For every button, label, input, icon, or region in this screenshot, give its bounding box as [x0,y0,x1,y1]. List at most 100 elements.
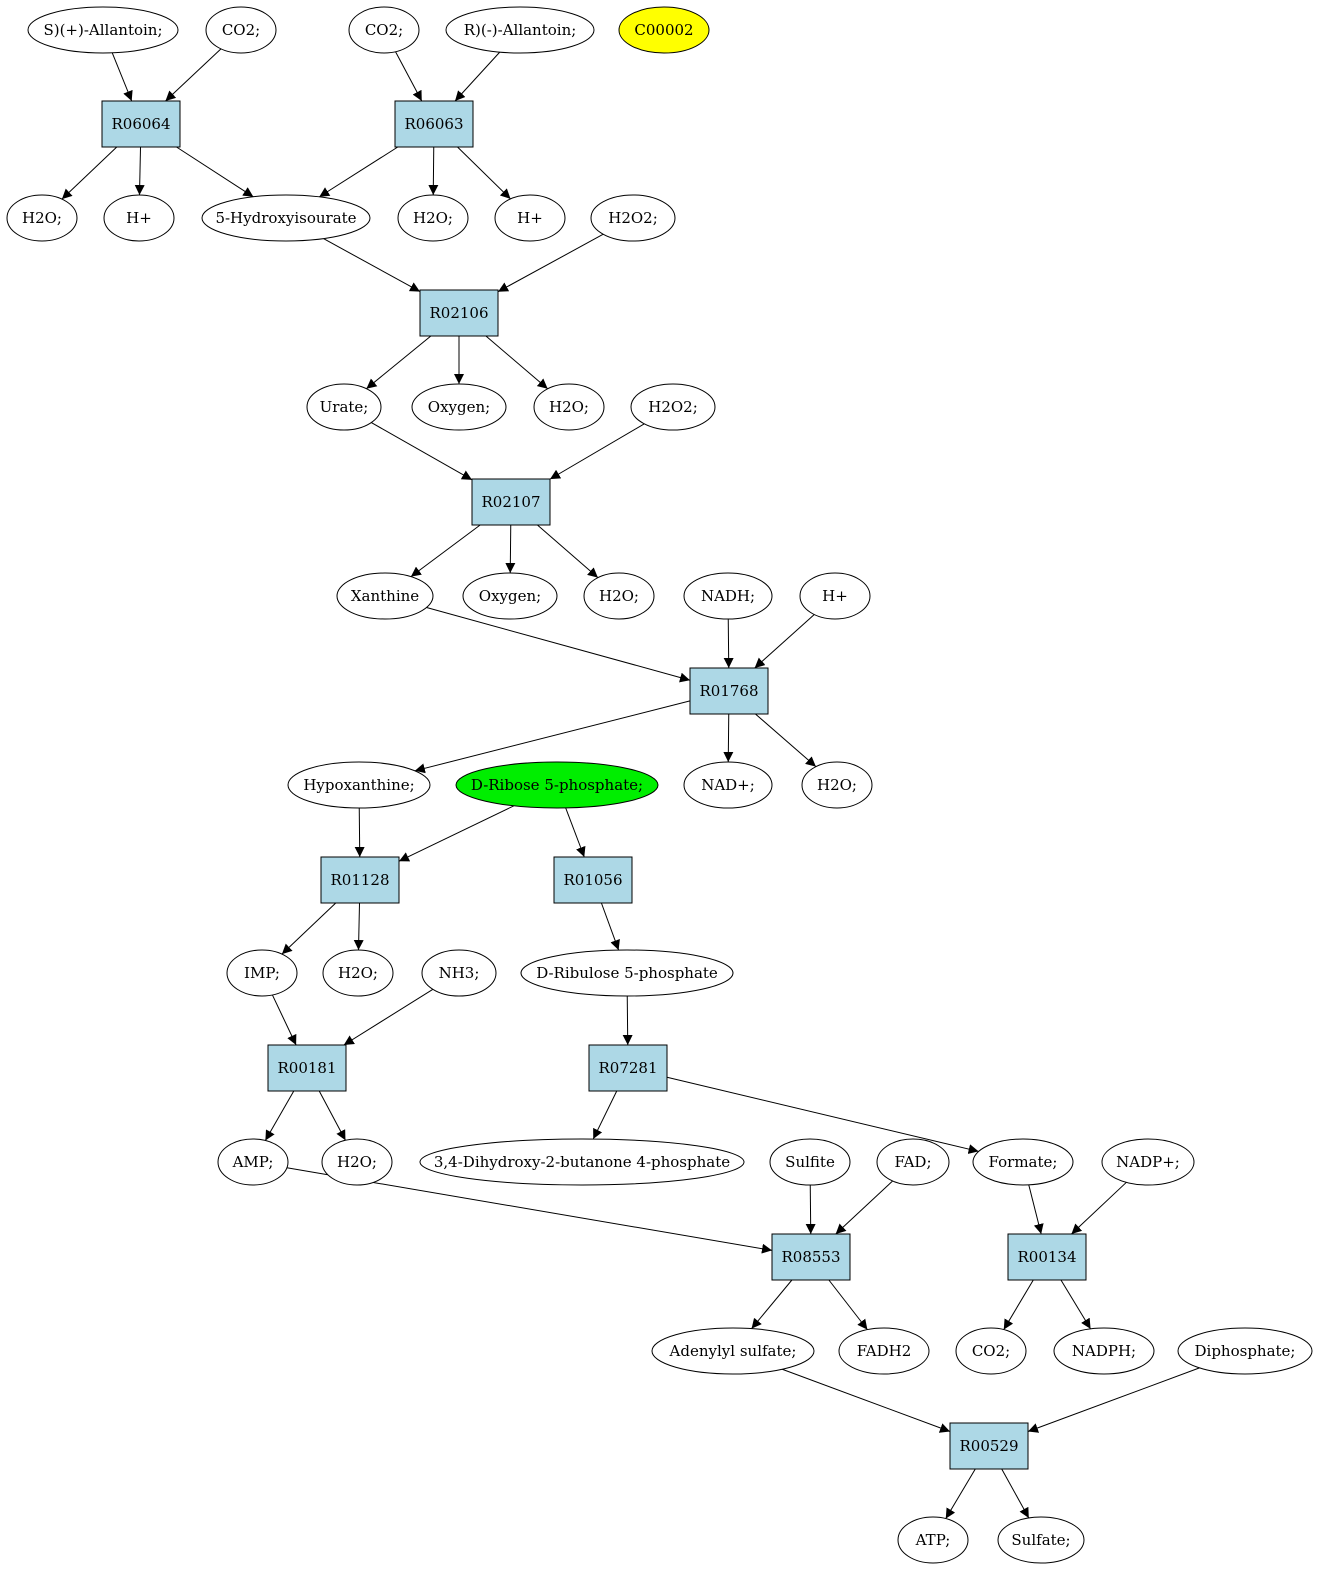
edge-R01128-to-imp [281,902,337,955]
compound-node-r-allantoin[interactable]: R)(-)-Allantoin; [445,6,595,54]
compound-node-xanthine[interactable]: Xanthine [336,572,434,620]
compound-shape [445,6,595,54]
compound-node-h2o-3[interactable]: H2O; [533,383,605,431]
reaction-node-r08553[interactable]: R08553 [771,1233,851,1281]
reaction-label: R02107 [481,493,540,511]
compound-node-oxygen-1[interactable]: Oxygen; [411,383,507,431]
compound-node-c00002[interactable]: C00002 [618,6,710,54]
compound-shape [226,949,298,997]
edge-R01768-to-nadplus [723,713,734,763]
compound-label: FADH2 [857,1342,912,1360]
compound-shape [322,949,394,997]
edge-ribose5p-to-R01056 [565,807,586,858]
reaction-box [267,1044,347,1092]
compound-node-h2o-1[interactable]: H2O; [6,194,78,242]
compound-node-dihydroxybutanone[interactable]: 3,4-Dihydroxy-2-butanone 4-phosphate [419,1138,745,1186]
edge-h2o2_1-to-R02106 [497,233,604,293]
edge-R06063-to-hplus_2 [457,146,511,200]
compound-node-nadph[interactable]: NADPH; [1053,1327,1155,1375]
compound-node-co2-c[interactable]: CO2; [955,1327,1027,1375]
compound-label: Oxygen; [428,398,490,416]
reaction-box [949,1422,1029,1470]
compound-node-sulfate[interactable]: Sulfate; [997,1516,1085,1564]
edge-formate-to-R00134 [1028,1184,1044,1235]
reaction-box [689,667,769,715]
compound-label: 3,4-Dihydroxy-2-butanone 4-phosphate [434,1153,730,1171]
reaction-node-r00529[interactable]: R00529 [949,1422,1029,1470]
compound-shape [6,194,78,242]
compound-node-hplus-2[interactable]: H+ [494,194,566,242]
compound-label: H+ [517,209,543,227]
compound-node-hypoxanthine[interactable]: Hypoxanthine; [287,761,431,809]
compound-node-co2-a[interactable]: CO2; [205,6,277,54]
compound-node-h2o2-1[interactable]: H2O2; [590,194,676,242]
edge-R06063-to-h2o_2 [428,146,439,196]
compound-node-h2o-6[interactable]: H2O; [322,949,394,997]
compound-node-fad[interactable]: FAD; [876,1138,950,1186]
compound-label: Adenylyl sulfate; [669,1342,797,1360]
compound-label: H2O; [817,776,857,794]
compound-node-h2o2-2[interactable]: H2O2; [630,383,716,431]
compound-label: D-Ribulose 5-phosphate [536,964,718,982]
edge-R01768-to-h2o_5 [755,713,817,768]
compound-node-atp[interactable]: ATP; [897,1516,969,1564]
compound-shape [955,1327,1027,1375]
compound-node-amp[interactable]: AMP; [217,1138,289,1186]
reaction-node-r06063[interactable]: R06063 [394,100,474,148]
reaction-node-r07281[interactable]: R07281 [588,1044,668,1092]
reaction-node-r02106[interactable]: R02106 [419,289,499,337]
reaction-node-r00181[interactable]: R00181 [267,1044,347,1092]
compound-node-h2o-2[interactable]: H2O; [397,194,469,242]
reaction-node-r01128[interactable]: R01128 [320,856,400,904]
compound-node-nadplus[interactable]: NAD+; [683,761,773,809]
compound-node-h2o-5[interactable]: H2O; [801,761,873,809]
compound-shape [683,761,773,809]
compound-shape [533,383,605,431]
compound-node-ribose5p[interactable]: D-Ribose 5-phosphate; [455,761,659,809]
compound-shape [494,194,566,242]
compound-shape [421,949,497,997]
edge-R02106-to-urate [366,335,432,390]
edge-R07281-to-formate [666,1076,979,1154]
compound-node-adenylyl-sulfate[interactable]: Adenylyl sulfate; [651,1327,815,1375]
compound-node-hplus-1[interactable]: H+ [103,194,175,242]
compound-node-s-allantoin[interactable]: S)(+)-Allantoin; [27,6,179,54]
compound-node-formate[interactable]: Formate; [972,1138,1074,1186]
compound-shape [1177,1327,1313,1375]
compound-shape [651,1327,815,1375]
reaction-node-r06064[interactable]: R06064 [101,100,181,148]
compound-shape [1053,1327,1155,1375]
compound-node-ribulose5p[interactable]: D-Ribulose 5-phosphate [520,949,734,997]
compound-node-sulfite[interactable]: Sulfite [769,1138,851,1186]
compound-node-co2-b[interactable]: CO2; [348,6,420,54]
compound-shape [876,1138,950,1186]
edge-fad-to-R08553 [835,1180,893,1235]
reaction-box [771,1233,851,1281]
compound-node-fadh2[interactable]: FADH2 [838,1327,930,1375]
compound-node-oxygen-2[interactable]: Oxygen; [462,572,558,620]
reaction-node-r01056[interactable]: R01056 [553,856,633,904]
compound-shape [799,572,871,620]
compound-node-h2o-4[interactable]: H2O; [583,572,655,620]
reaction-node-r01768[interactable]: R01768 [689,667,769,715]
reaction-label: R08553 [781,1248,840,1266]
reaction-node-r02107[interactable]: R02107 [471,478,551,526]
compound-node-nadpplus[interactable]: NADP+; [1101,1138,1195,1186]
compound-node-hydroxyisourate[interactable]: 5-Hydroxyisourate [201,194,371,242]
reaction-label: R00529 [959,1437,1018,1455]
reaction-label: R01056 [563,871,622,889]
compound-node-nadh[interactable]: NADH; [683,572,773,620]
compound-node-diphosphate[interactable]: Diphosphate; [1177,1327,1313,1375]
compound-label: AMP; [232,1153,274,1171]
edge-r_allantoin-to-R06063 [454,51,501,102]
compound-node-nh3[interactable]: NH3; [421,949,497,997]
compound-label: H2O; [599,587,639,605]
compound-label: NADP+; [1116,1153,1180,1171]
edge-R08553-to-adenylyl_sulfate [751,1279,793,1329]
compound-node-h2o-7[interactable]: H2O; [321,1138,393,1186]
compound-node-urate[interactable]: Urate; [306,383,382,431]
compound-node-imp[interactable]: IMP; [226,949,298,997]
compound-label: NADH; [701,587,755,605]
reaction-node-r00134[interactable]: R00134 [1007,1233,1087,1281]
compound-node-hplus-3[interactable]: H+ [799,572,871,620]
